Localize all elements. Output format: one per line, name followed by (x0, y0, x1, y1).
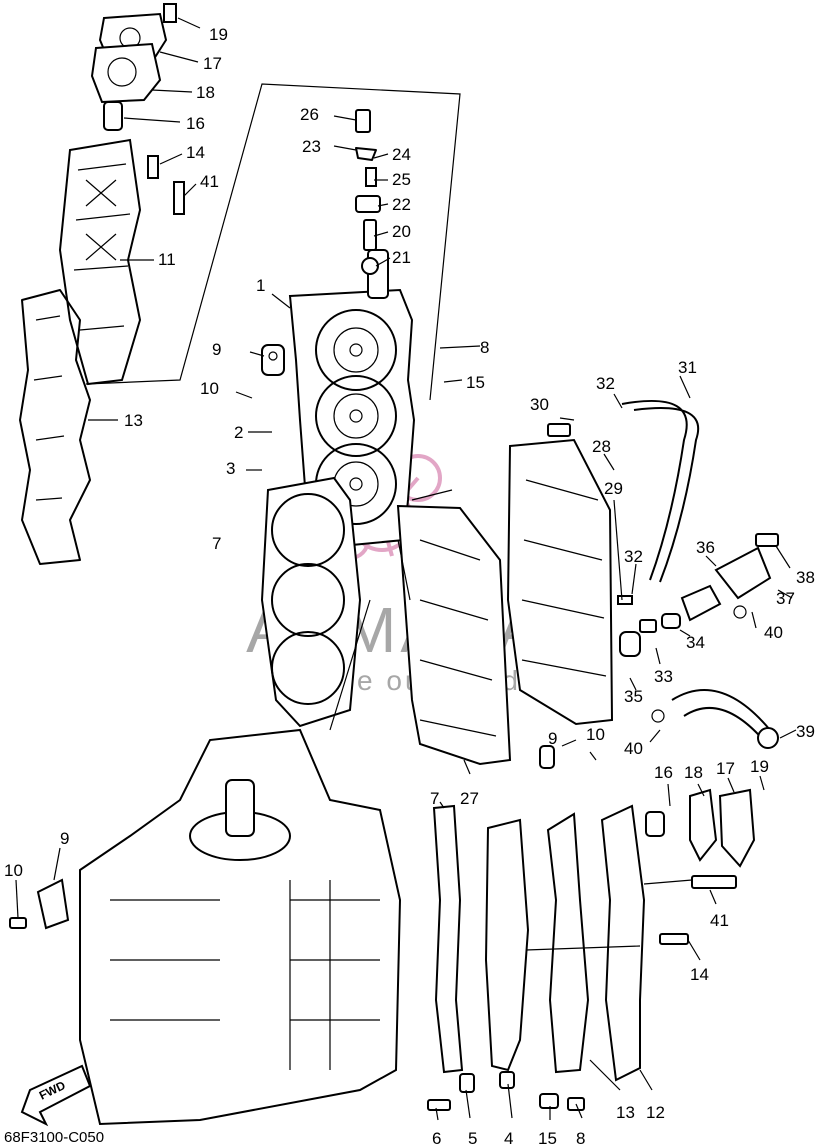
callout-7: 7 (430, 789, 439, 808)
callout-32: 32 (624, 547, 643, 566)
callout-7: 7 (212, 534, 221, 553)
callout-24: 24 (392, 145, 411, 164)
leaders-right (559, 375, 797, 743)
callout-41: 41 (710, 911, 729, 930)
callout-20: 20 (392, 222, 411, 241)
callout-10: 10 (586, 725, 605, 744)
callout-29: 29 (604, 479, 623, 498)
callout-9: 9 (212, 340, 221, 359)
callout-16: 16 (186, 114, 205, 133)
leaders-lower-right (435, 739, 765, 1121)
callout-25: 25 (392, 170, 411, 189)
callout-19: 19 (750, 757, 769, 776)
callout-23: 23 (302, 137, 321, 156)
callout-6: 6 (432, 1129, 441, 1148)
callout-12: 12 (646, 1103, 665, 1122)
callout-4: 4 (504, 1129, 513, 1148)
callout-8: 8 (480, 338, 489, 357)
callout-33: 33 (654, 667, 673, 686)
exhaust-cover-28 (506, 423, 614, 726)
exhaust-cover-stack-top-left (19, 3, 185, 565)
callout-17: 17 (203, 54, 222, 73)
callout-14: 14 (690, 965, 709, 984)
right-small-parts (617, 400, 779, 749)
callout-31: 31 (678, 358, 697, 377)
callout-15: 15 (538, 1129, 557, 1148)
callout-2: 2 (234, 423, 243, 442)
callout-28: 28 (592, 437, 611, 456)
callout-14: 14 (186, 143, 205, 162)
callout-18: 18 (196, 83, 215, 102)
callout-41: 41 (200, 172, 219, 191)
callout-34: 34 (686, 633, 705, 652)
callout-38: 38 (796, 568, 815, 587)
fwd-arrow: FWD (20, 1064, 92, 1127)
callout-9: 9 (60, 829, 69, 848)
callout-21: 21 (392, 248, 411, 267)
lower-right-exhaust-stack (427, 745, 756, 1111)
callout-11: 11 (158, 250, 176, 269)
callout-36: 36 (696, 538, 715, 557)
callout-19: 19 (209, 25, 228, 44)
callout-27: 27 (460, 789, 479, 808)
exhaust-gasket-27 (396, 504, 512, 766)
callout-17: 17 (716, 759, 735, 778)
callout-10: 10 (4, 861, 23, 880)
callout-18: 18 (684, 763, 703, 782)
leaders-engine-block (15, 489, 453, 919)
engine-block (9, 728, 402, 1126)
head-gasket (260, 476, 362, 728)
callout-13: 13 (124, 411, 143, 430)
callout-3: 3 (226, 459, 235, 478)
callout-35: 35 (624, 687, 643, 706)
leaders-top-left (85, 17, 461, 421)
callout-5: 5 (468, 1129, 477, 1148)
callout-22: 22 (392, 195, 411, 214)
callout-16: 16 (654, 763, 673, 782)
callout-37: 37 (776, 589, 795, 608)
callout-39: 39 (796, 722, 815, 741)
callout-8: 8 (576, 1129, 585, 1148)
callout-32: 32 (596, 374, 615, 393)
callout-15: 15 (466, 373, 485, 392)
callout-9: 9 (548, 729, 557, 748)
callout-13: 13 (616, 1103, 635, 1122)
leaders-center (235, 115, 481, 471)
callout-1: 1 (256, 276, 265, 295)
callout-40: 40 (624, 739, 643, 758)
callout-40: 40 (764, 623, 783, 642)
callout-10: 10 (200, 379, 219, 398)
callout-26: 26 (300, 105, 319, 124)
callout-30: 30 (530, 395, 549, 414)
diagram-code: 68F3100-C050 (4, 1129, 104, 1146)
